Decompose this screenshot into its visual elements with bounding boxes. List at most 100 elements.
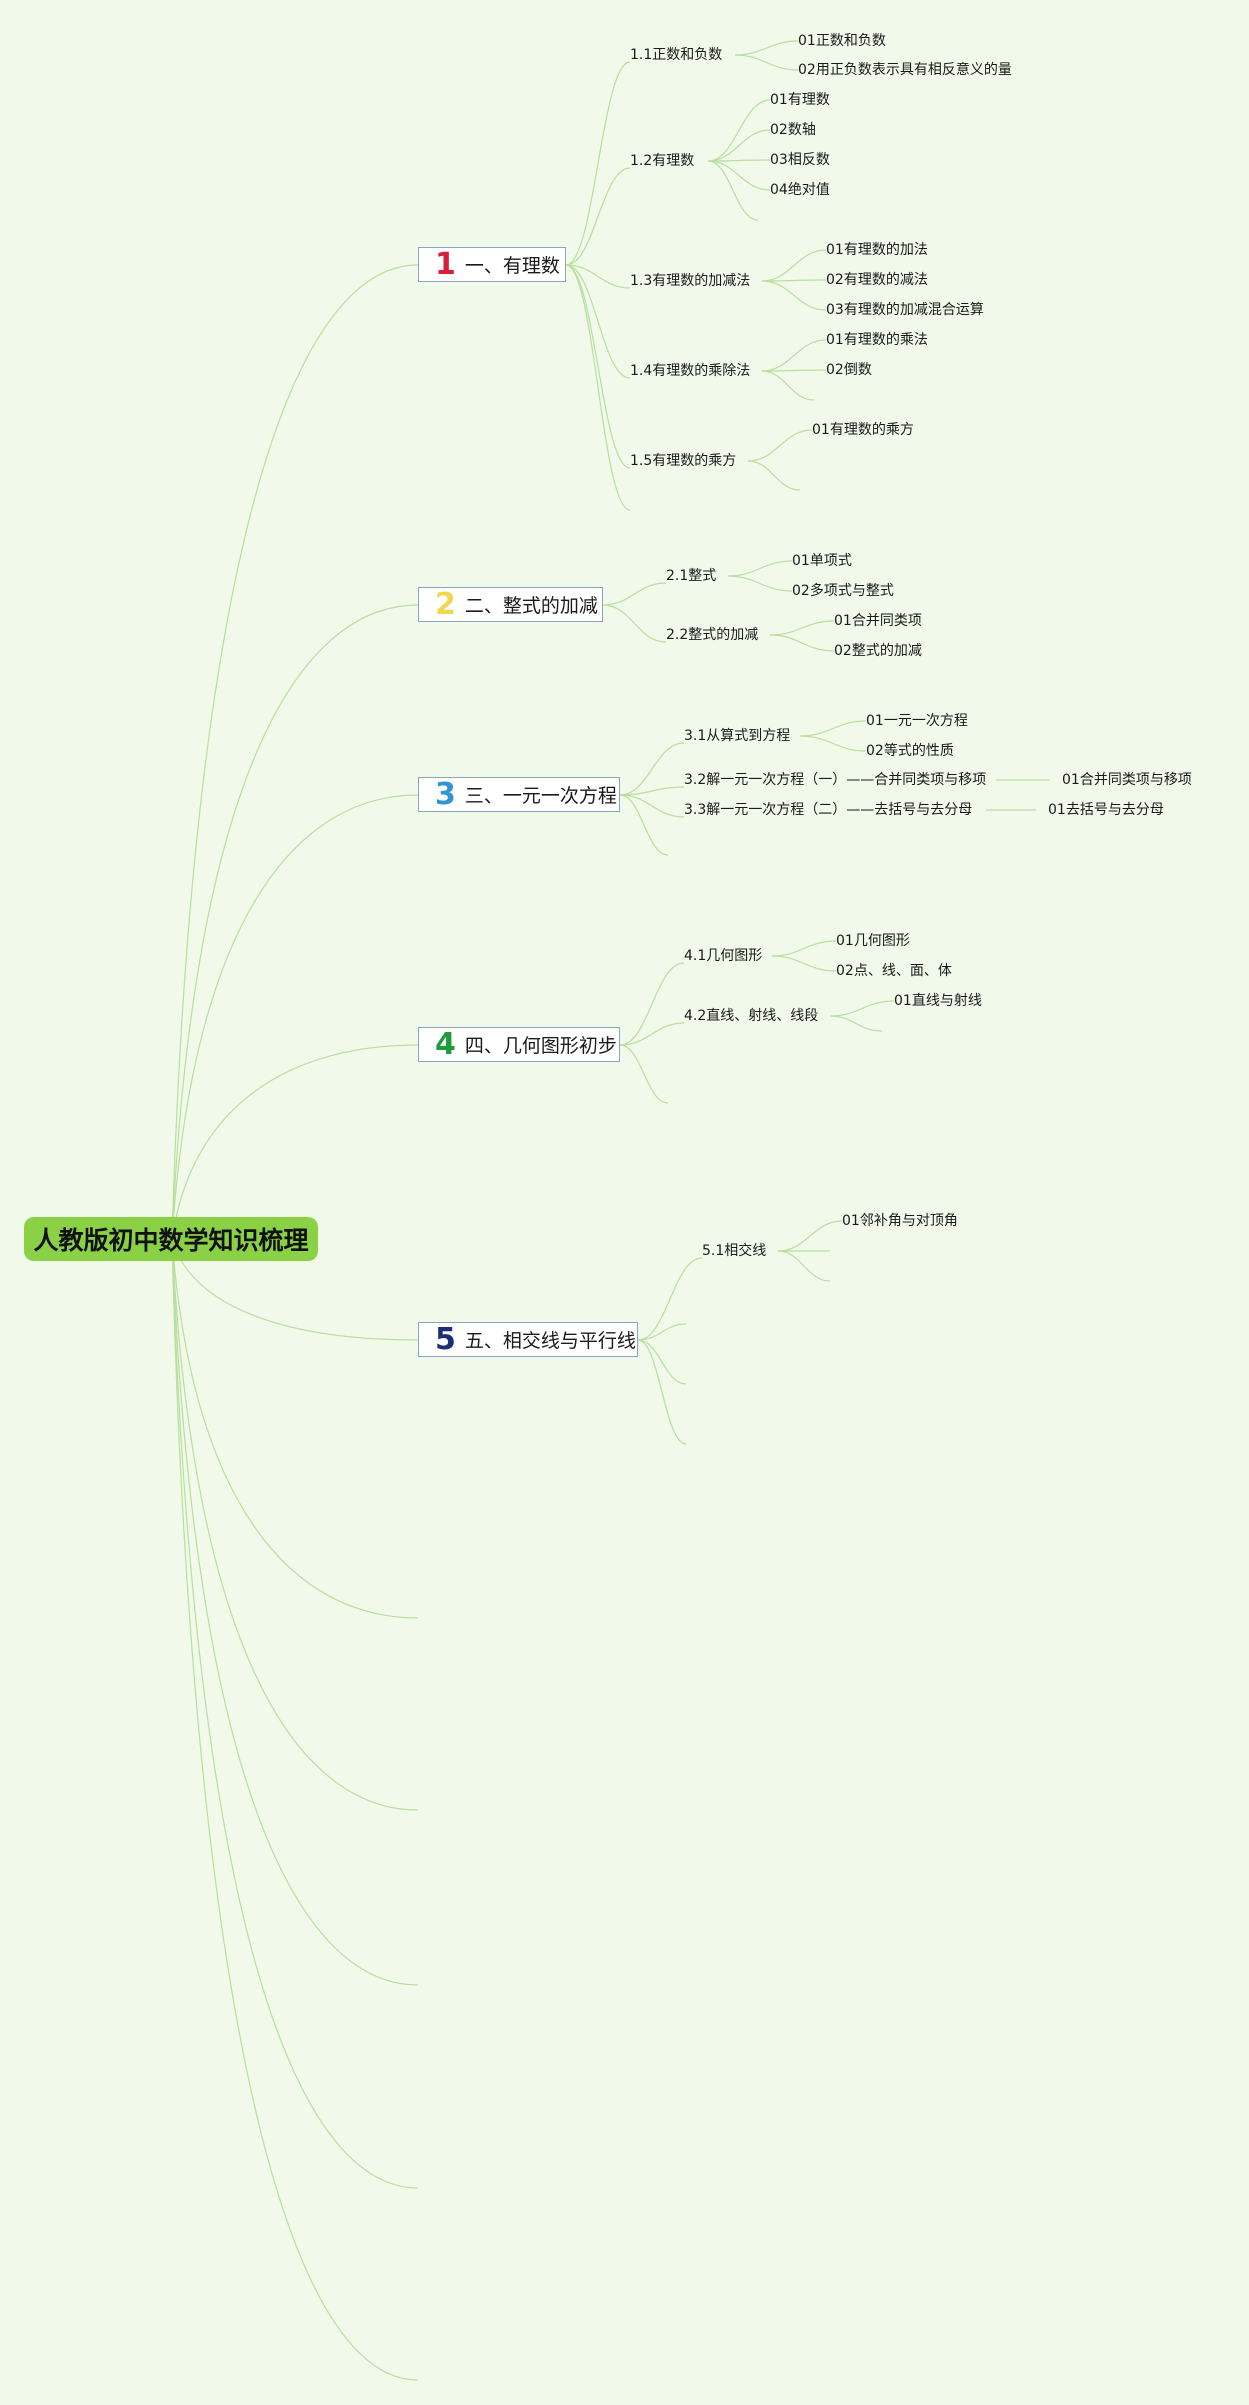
chapter-3-branch-line [619, 786, 685, 796]
root-branch-line [171, 1238, 419, 1619]
topic-item[interactable]: 02数轴 [770, 122, 816, 138]
chapter-3-branch-line [619, 794, 669, 856]
section-branch-line [761, 339, 827, 372]
topic-item[interactable]: 01几何图形 [836, 933, 910, 949]
section-1-4[interactable]: 1.4有理数的乘除法 [630, 363, 751, 379]
topic-item[interactable]: 01直线与射线 [894, 993, 982, 1009]
chapter-3-node[interactable]: 3 三、一元一次方程 [418, 777, 620, 812]
topic-item[interactable]: 01合并同类项 [834, 613, 922, 629]
topic-item[interactable]: 02整式的加减 [834, 643, 922, 659]
chapter-5-branch-line [637, 1339, 687, 1445]
chapter-3-number: 3 [435, 776, 456, 812]
chapter-1-branch-line [565, 264, 631, 379]
topic-item[interactable]: 02用正负数表示具有相反意义的量 [798, 62, 1012, 78]
chapter-4-branch-line [619, 1022, 685, 1046]
topic-item[interactable]: 03相反数 [770, 152, 830, 168]
section-branch-line [761, 369, 827, 372]
chapter-2-label: 二、整式的加减 [464, 595, 598, 617]
chapter-1-branch-line [565, 264, 631, 511]
section-4-2[interactable]: 4.2直线、射线、线段 [684, 1008, 819, 1024]
topic-item[interactable]: 02多项式与整式 [792, 583, 894, 599]
section-branch-line [761, 249, 827, 282]
chapter-5-branch-line [637, 1323, 687, 1341]
chapter-3-label: 三、一元一次方程 [464, 785, 617, 807]
chapter-1-label: 一、有理数 [464, 255, 560, 277]
topic-item[interactable]: 04绝对值 [770, 182, 830, 198]
root-branch-line [171, 794, 419, 1240]
section-1-1[interactable]: 1.1正数和负数 [630, 47, 723, 63]
chapter-1-branch-line [565, 61, 631, 266]
topic-item[interactable]: 01合并同类项与移项 [1062, 772, 1192, 788]
section-branch-line [771, 940, 837, 957]
root-branch-line [171, 1044, 419, 1240]
section-branch-line [761, 370, 815, 401]
topic-item[interactable]: 02倒数 [826, 362, 872, 378]
topic-item[interactable]: 01去括号与去分母 [1048, 802, 1164, 818]
root-branch-line [171, 264, 419, 1240]
chapter-4-branch-line [619, 1044, 669, 1104]
chapter-4-node[interactable]: 4 四、几何图形初步 [418, 1027, 620, 1062]
chapter-1-number: 1 [435, 246, 456, 282]
chapter-3-branch-line [619, 794, 685, 818]
section-branch-line [761, 280, 827, 311]
section-3-2[interactable]: 3.2解一元一次方程（一）——合并同类项与移项 [684, 772, 987, 788]
topic-item[interactable]: 01正数和负数 [798, 33, 886, 49]
section-branch-line [769, 620, 835, 636]
chapter-1-node[interactable]: 1 一、有理数 [418, 247, 566, 282]
topic-item[interactable]: 02有理数的减法 [826, 272, 928, 288]
topic-item[interactable]: 02等式的性质 [866, 743, 954, 759]
chapter-5-number: 5 [435, 1321, 456, 1357]
section-branch-line [777, 1220, 843, 1252]
chapter-4-branch-line [619, 962, 685, 1046]
section-branch-line [771, 955, 837, 972]
topic-item[interactable]: 01有理数的加法 [826, 242, 928, 258]
topic-item[interactable]: 01邻补角与对顶角 [842, 1213, 958, 1229]
section-3-1[interactable]: 3.1从算式到方程 [684, 728, 791, 744]
chapter-4-number: 4 [435, 1026, 456, 1062]
root-branch-line [171, 1238, 419, 1341]
section-1-5[interactable]: 1.5有理数的乘方 [630, 453, 737, 469]
root-branch-line [171, 1238, 419, 1986]
chapter-5-branch-line [637, 1339, 687, 1385]
chapter-5-branch-line [637, 1257, 703, 1341]
section-5-1[interactable]: 5.1相交线 [702, 1243, 767, 1259]
section-1-3[interactable]: 1.3有理数的加减法 [630, 273, 751, 289]
section-2-2[interactable]: 2.2整式的加减 [666, 627, 759, 643]
section-branch-line [734, 40, 799, 56]
section-branch-line [727, 560, 793, 577]
topic-item[interactable]: 03有理数的加减混合运算 [826, 302, 984, 318]
root-branch-line [171, 1238, 419, 2381]
section-branch-line [707, 129, 771, 162]
section-2-1[interactable]: 2.1整式 [666, 568, 717, 584]
topic-item[interactable]: 01有理数的乘法 [826, 332, 928, 348]
section-branch-line [769, 634, 835, 652]
section-branch-line [727, 575, 793, 592]
topic-item[interactable]: 01一元一次方程 [866, 713, 968, 729]
root-branch-line [171, 1238, 419, 1811]
topic-item[interactable]: 01有理数 [770, 92, 830, 108]
topic-item[interactable]: 02点、线、面、体 [836, 963, 952, 979]
chapter-1-branch-line [565, 264, 631, 469]
topic-item[interactable]: 01单项式 [792, 553, 852, 569]
section-branch-line [747, 429, 813, 462]
chapter-5-node[interactable]: 5 五、相交线与平行线 [418, 1322, 638, 1357]
section-1-2[interactable]: 1.2有理数 [630, 153, 695, 169]
chapter-2-branch-line [602, 604, 667, 643]
chapter-1-branch-line [565, 167, 631, 266]
section-branch-line [777, 1250, 831, 1282]
mind-map-root[interactable]: 人教版初中数学知识梳理 [24, 1217, 318, 1261]
chapter-5-label: 五、相交线与平行线 [464, 1330, 636, 1352]
section-branch-line [707, 99, 771, 162]
section-4-1[interactable]: 4.1几何图形 [684, 948, 763, 964]
section-3-3[interactable]: 3.3解一元一次方程（二）——去括号与去分母 [684, 802, 973, 818]
chapter-2-number: 2 [435, 586, 456, 622]
section-branch-line [707, 160, 771, 191]
chapter-3-branch-line [619, 742, 685, 796]
topic-item[interactable]: 01有理数的乘方 [812, 422, 914, 438]
chapter-2-branch-line [602, 582, 667, 606]
section-branch-line [761, 279, 827, 282]
chapter-4-label: 四、几何图形初步 [464, 1035, 617, 1057]
section-branch-line [799, 735, 867, 752]
chapter-2-node[interactable]: 2 二、整式的加减 [418, 587, 603, 622]
